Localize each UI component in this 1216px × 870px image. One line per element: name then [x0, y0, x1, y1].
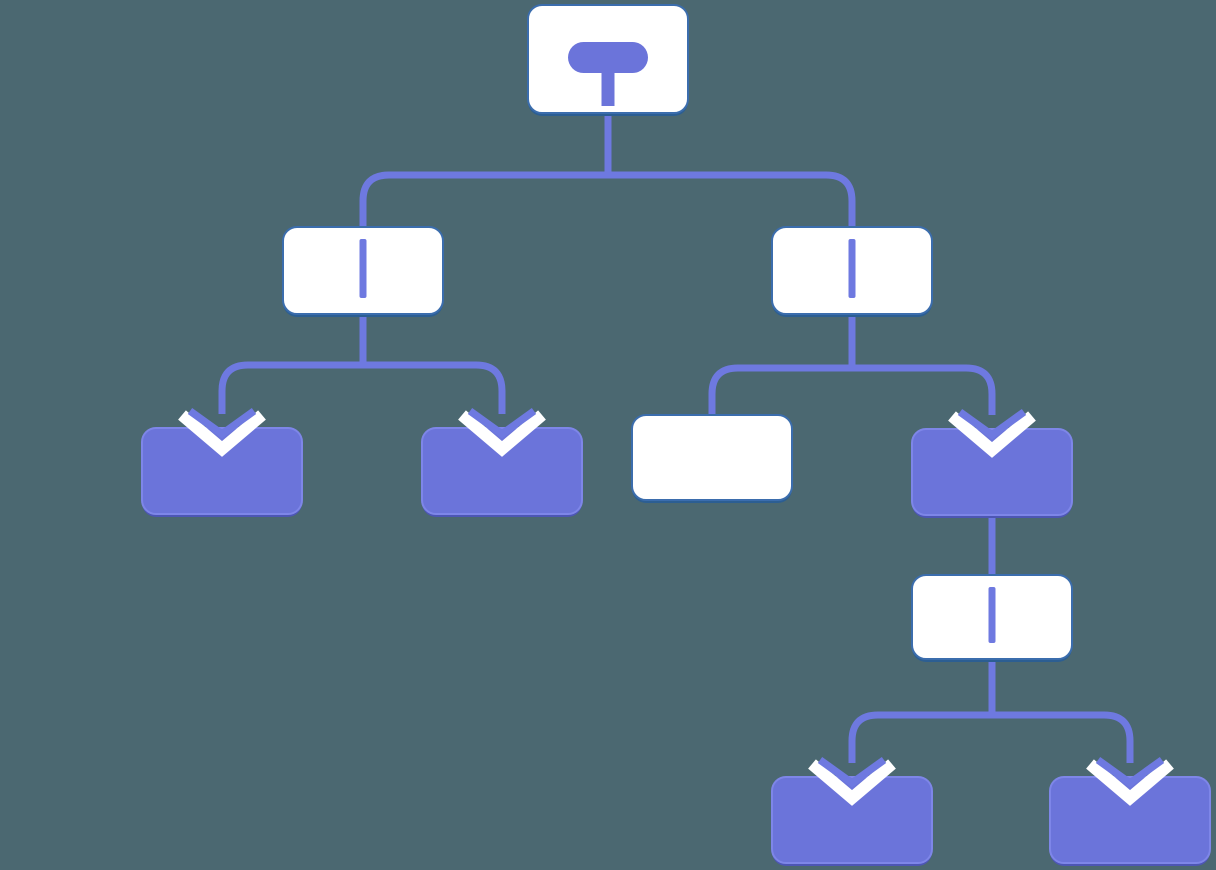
connector-branch [359, 171, 856, 227]
node-n2[interactable] [771, 226, 933, 317]
chevron-down-icon [1086, 759, 1174, 806]
edges-layer [218, 113, 1134, 763]
node-body [1049, 776, 1211, 864]
node-body [141, 427, 303, 515]
chevron-down-icon [808, 759, 896, 806]
node-n6[interactable] [911, 428, 1073, 518]
node-n7[interactable] [911, 574, 1073, 662]
node-n3[interactable] [141, 427, 303, 517]
connector-branch [708, 364, 996, 415]
chevron-down-inner-icon [957, 408, 1027, 440]
arrow-chevron-marker [948, 408, 1036, 458]
chevron-down-inner-icon [817, 756, 887, 788]
divider-bar-icon [359, 239, 367, 298]
node-n1[interactable] [282, 226, 444, 317]
connector-branch [218, 361, 506, 414]
node-body [911, 428, 1073, 516]
node-root[interactable] [527, 4, 689, 116]
arrow-chevron-marker [808, 756, 896, 806]
markers-layer [178, 407, 1174, 806]
node-n4[interactable] [421, 427, 583, 517]
chevron-down-icon [458, 410, 546, 457]
divider-bar-icon [848, 239, 856, 298]
arrow-chevron-marker [1086, 756, 1174, 806]
pill-shape [568, 42, 648, 73]
node-body [631, 414, 793, 501]
chevron-down-icon [948, 411, 1036, 458]
node-n8[interactable] [771, 776, 933, 866]
divider-bar-icon [988, 587, 996, 643]
nodes-layer [141, 4, 1211, 866]
node-body [771, 776, 933, 864]
chevron-down-icon [178, 410, 266, 457]
connector-branch [848, 711, 1134, 763]
node-n9[interactable] [1049, 776, 1211, 866]
arrow-chevron-marker [178, 407, 266, 457]
chevron-down-inner-icon [187, 407, 257, 439]
node-n5[interactable] [631, 414, 793, 503]
pill-stem [601, 71, 615, 106]
arrow-chevron-marker [458, 407, 546, 457]
node-body [421, 427, 583, 515]
chevron-down-inner-icon [1095, 756, 1165, 788]
chevron-down-inner-icon [467, 407, 537, 439]
pill-stem-icon [568, 42, 648, 106]
